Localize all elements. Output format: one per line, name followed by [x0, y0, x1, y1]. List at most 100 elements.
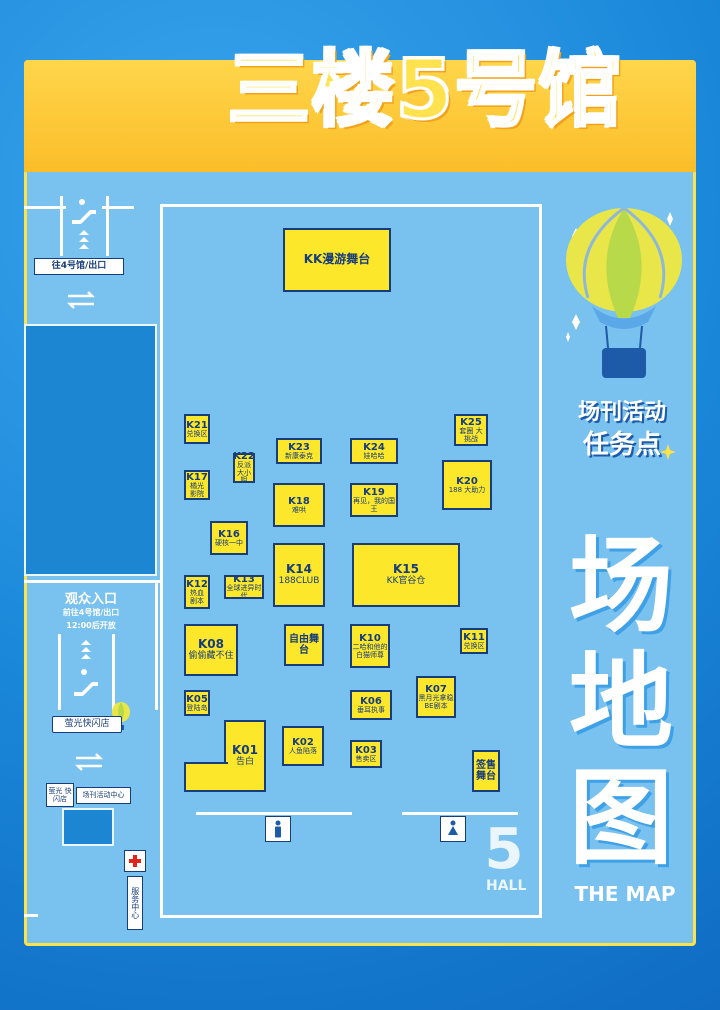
- transfer-arrows-icon-top: [66, 290, 96, 314]
- wall-top-left-vertical: [106, 196, 109, 256]
- booth-code: K05: [186, 693, 208, 705]
- booth-code: K19: [363, 486, 385, 498]
- mission-line1: 场刊活动: [577, 400, 666, 425]
- wall-escalator-left: [58, 634, 61, 710]
- wall-top-left-vertical-2: [60, 196, 63, 256]
- map-title-char-1: 场: [568, 525, 673, 647]
- restroom-female-icon: [440, 816, 466, 842]
- entrance-sub: 前往4号馆/出口: [62, 608, 120, 617]
- booth-name: 橘光 影院: [190, 481, 204, 498]
- booth-name: 售卖区: [355, 754, 377, 763]
- booth-code: K02: [292, 736, 314, 748]
- shop-label: 萤光快闪店: [52, 716, 122, 733]
- hall-boundary: [160, 204, 542, 918]
- escalator-icon-bottom: [68, 636, 104, 706]
- kk-stage-label: KK漫游舞台: [303, 252, 371, 267]
- booth-code: K20: [456, 475, 478, 487]
- booth-code: K03: [355, 744, 377, 756]
- booth-code: K21: [186, 419, 208, 431]
- booth-name: 188CLUB: [278, 575, 320, 586]
- booth-code: K12: [186, 578, 208, 590]
- booth-code: K13: [233, 573, 255, 585]
- service-center-label: 服务中心: [127, 876, 143, 930]
- wall-entrance-right: [155, 580, 158, 710]
- wall-escalator-right: [112, 634, 115, 710]
- booth-name: 登陆岛: [186, 703, 208, 712]
- booth-code: K16: [218, 528, 240, 540]
- wall-restroom-right: [402, 812, 518, 815]
- booth-name: 垂耳执事: [357, 705, 385, 714]
- blocked-area: [24, 324, 157, 576]
- booth-name: KK官谷仓: [386, 575, 426, 586]
- booth-name: 兑换区: [463, 641, 485, 650]
- map-title-vertical: 场 地 图: [566, 528, 676, 876]
- top-exit-label: 往4号馆/出口: [34, 258, 124, 275]
- booth-name: 签售 舞台: [476, 760, 496, 782]
- booth-name: 难哄: [292, 505, 306, 514]
- booth-name: 人鱼陷落: [289, 746, 317, 755]
- booth-stage-24: 签售 舞台: [472, 750, 500, 792]
- booth-name: 黑月光拿稳BE剧本: [418, 693, 454, 710]
- booth-name: 188 大助力: [448, 485, 486, 494]
- entrance-title: 观众入口: [64, 592, 117, 607]
- booth-name: 再见，我的国王: [353, 496, 395, 513]
- balloon-icon: [552, 206, 692, 390]
- page-title: 三楼5号馆: [227, 42, 624, 140]
- booth-code: K07: [425, 683, 447, 695]
- sparkle-icon: [660, 444, 676, 464]
- booth-name: 反派 大小姐: [237, 460, 251, 485]
- booth-code: K25: [460, 416, 482, 428]
- transfer-arrows-icon-bottom: [74, 752, 104, 776]
- map-title-char-3: 图: [568, 757, 673, 879]
- booth-name: 套圈 大挑战: [459, 426, 483, 443]
- wall-entrance-top: [24, 580, 160, 583]
- mission-line2: 任务点: [582, 430, 661, 460]
- booth-code: K10: [359, 632, 381, 644]
- activity-center-label: 场刊活动中心: [76, 787, 131, 804]
- map-en-title: THE MAP: [574, 882, 676, 906]
- booth-code: K23: [288, 441, 310, 453]
- booth-code: K14: [286, 562, 312, 577]
- booth-code: K17: [186, 471, 208, 483]
- booth-name: 热血 剧本: [190, 588, 204, 605]
- booth-code: K22: [233, 450, 255, 462]
- entrance-time: 12:00后开放: [66, 621, 116, 630]
- booth-name: 硬核一中: [215, 538, 243, 547]
- booth-name: 二哈和他的白猫师尊: [352, 642, 388, 659]
- booth-name: 全球进异时代: [226, 583, 262, 600]
- kk-stage: KK漫游舞台: [283, 228, 391, 292]
- map-title-char-2: 地: [568, 641, 673, 763]
- hall-word: HALL: [486, 878, 527, 894]
- booth-code: K18: [288, 495, 310, 507]
- first-aid-icon: [124, 850, 146, 872]
- booth-name: 自由舞台: [289, 634, 319, 656]
- shop-dark-block: [62, 808, 114, 846]
- booth-code: K11: [463, 631, 485, 643]
- restroom-male-icon: [265, 816, 291, 842]
- booth-name: 娃哈哈: [363, 451, 385, 460]
- shop-small-label: 萤光 快闪店: [46, 783, 74, 807]
- title-band: [24, 60, 696, 172]
- booth-code: K06: [360, 695, 382, 707]
- booth-code: K24: [363, 441, 385, 453]
- booth-name: 告白: [235, 756, 254, 767]
